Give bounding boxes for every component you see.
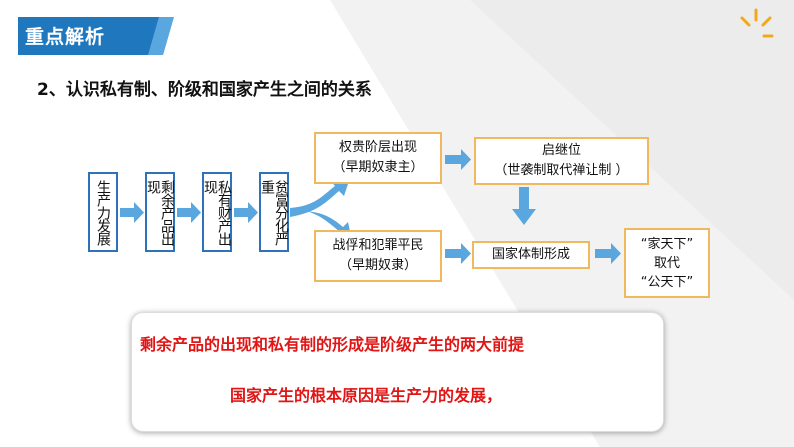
captives-line1: 战俘和犯罪平民 [332, 238, 424, 253]
conclusion-line-2: 国家产生的根本原因是生产力的发展， [230, 386, 503, 405]
box-wealth-gap-text: 贫富分化严重 [259, 180, 289, 245]
result-line2: 取代 [653, 255, 680, 271]
arrow-succession-to-state [512, 187, 536, 225]
state-formation-text: 国家体制形成 [491, 247, 570, 262]
conclusion-line-1: 剩余产品的出现和私有制的形成是阶级产生的两大前提 [140, 335, 525, 354]
box-nobility-emerges: 权贵阶层出现 （早期奴隶主） [314, 132, 442, 184]
result-line3: “公天下” [640, 274, 694, 290]
box-property-text: 私有财产出现 [202, 180, 232, 245]
succession-line2: （世袭制取代禅让制 ） [494, 163, 629, 178]
header-banner [18, 17, 170, 55]
box-surplus-text: 剩余产品出现 [145, 180, 175, 245]
box-captives-criminals: 战俘和犯罪平民 （早期奴隶） [314, 230, 442, 282]
box-productivity-text: 生产力发展 [95, 180, 111, 245]
box-qi-succession: 启继位 （世袭制取代禅让制 ） [474, 137, 649, 185]
conclusion-card [131, 312, 664, 432]
result-line1: “家天下” [640, 236, 694, 252]
box-surplus-products: 剩余产品出现 [145, 172, 175, 252]
nobility-line1: 权贵阶层出现 [338, 140, 417, 155]
arrow-2 [177, 202, 201, 223]
header-title: 重点解析 [25, 26, 106, 48]
slide-subtitle: 2、认识私有制、阶级和国家产生之间的关系 [37, 80, 372, 100]
sun-rays-icon [740, 8, 774, 38]
captives-line2: （早期奴隶） [338, 258, 417, 273]
nobility-line2: （早期奴隶主） [332, 160, 424, 175]
arrow-lower-to-state [445, 243, 471, 264]
arrow-3 [234, 202, 258, 223]
arrow-upper-to-succession [445, 149, 471, 170]
box-family-realm: “家天下” 取代 “公天下” [624, 228, 710, 298]
succession-line1: 启继位 [541, 143, 581, 158]
box-private-property: 私有财产出现 [202, 172, 232, 252]
box-wealth-gap: 贫富分化严重 [259, 172, 289, 252]
arrow-1 [120, 202, 144, 223]
arrow-state-to-result [595, 243, 621, 264]
box-productivity-development: 生产力发展 [88, 172, 118, 252]
box-state-formation: 国家体制形成 [472, 241, 590, 269]
